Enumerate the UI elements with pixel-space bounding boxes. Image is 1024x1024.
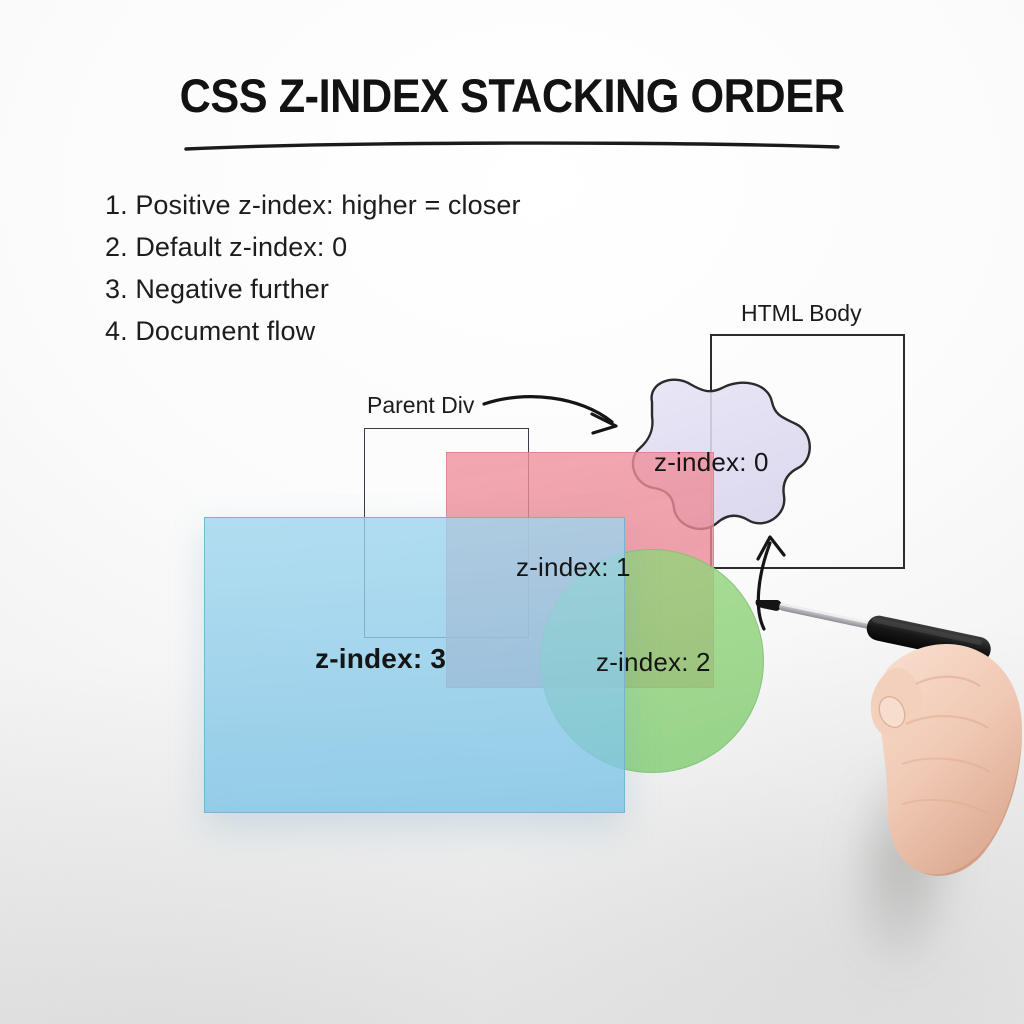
title-underline	[184, 141, 840, 151]
rules-list: 1. Positive z-index: higher = closer 2. …	[105, 184, 645, 352]
shape-rect-z3	[204, 517, 625, 813]
page-title: CSS Z-INDEX STACKING ORDER	[179, 69, 845, 122]
html-body-label: HTML Body	[741, 300, 862, 326]
hand-with-pointer	[740, 600, 1024, 900]
z-index-label-2: z-index: 2	[596, 647, 711, 677]
hand-pointer-icon	[755, 600, 1022, 876]
z-index-label-3: z-index: 3	[315, 643, 447, 674]
list-item: 4. Document flow	[105, 316, 316, 346]
list-item: 3. Negative further	[105, 274, 330, 304]
z-index-label-0: z-index: 0	[654, 447, 769, 477]
z-index-label-1: z-index: 1	[516, 552, 631, 582]
list-item: 2. Default z-index: 0	[105, 232, 348, 262]
parent-div-label: Parent Div	[367, 392, 475, 418]
list-item: 1. Positive z-index: higher = closer	[105, 190, 521, 220]
